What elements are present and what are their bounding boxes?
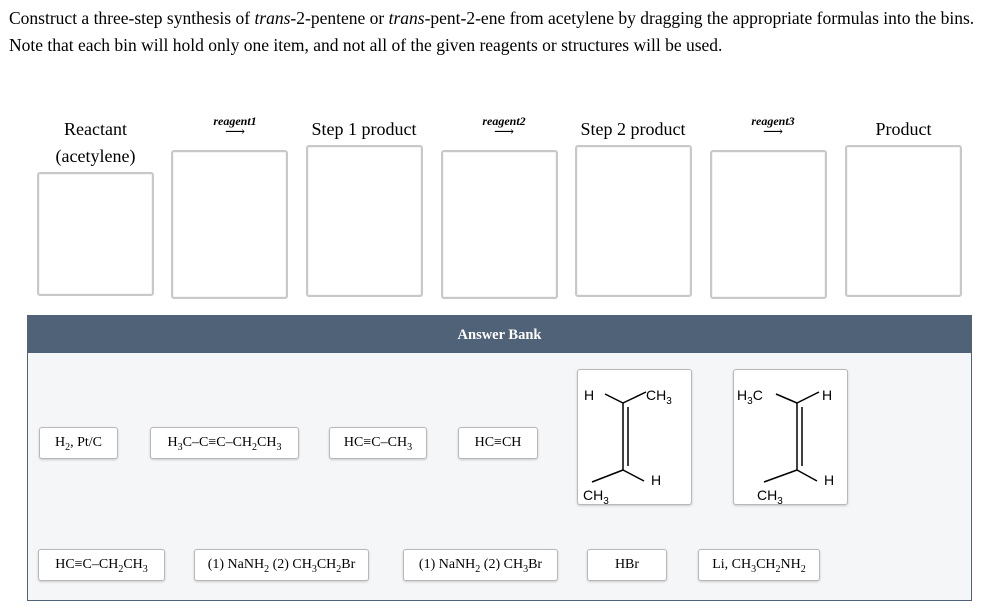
svg-text:CH3: CH3 <box>646 387 672 407</box>
reagent2-bin[interactable] <box>441 150 558 299</box>
answer-bank-title: Answer Bank <box>28 316 971 353</box>
answer-bank: Answer Bank H2, Pt/C H3C–C≡C–CH2CH3 HC≡C… <box>27 315 972 601</box>
reagent3-bin[interactable] <box>710 150 827 299</box>
reagent3-arrow: reagent3 ⟶ <box>728 114 818 140</box>
item-1-butyne[interactable]: HC≡C–CH2CH3 <box>38 549 165 581</box>
svg-text:CH3: CH3 <box>757 487 783 504</box>
step1-product-bin[interactable] <box>306 145 423 297</box>
instructions-text: Construct a three-step synthesis of tran… <box>9 8 975 55</box>
reagent1-arrow: reagent1 ⟶ <box>190 114 280 140</box>
trans-alkene-structure-icon: H CH3 H CH3 <box>583 387 672 507</box>
item-li-ethylamine[interactable]: Li, CH3CH2NH2 <box>698 549 820 581</box>
svg-text:H: H <box>651 472 661 488</box>
item-hbr[interactable]: HBr <box>587 549 667 581</box>
cis-alkene-structure-icon: H3C H H CH3 <box>737 387 834 507</box>
reaction-arrow-icon: ⟶ <box>224 125 246 140</box>
structure-trans-2-pentene[interactable]: H CH3 H CH3 <box>577 369 692 507</box>
svg-text:H: H <box>584 387 594 403</box>
step2-product-label: Step 2 product <box>580 119 686 139</box>
item-h2-pt-c[interactable]: H2, Pt/C <box>39 427 118 459</box>
reagent1-bin[interactable] <box>171 150 288 299</box>
item-nanh2-methyl-bromide[interactable]: (1) NaNH2 (2) CH3Br <box>403 549 558 581</box>
reagent1-label: reagent1 <box>213 114 257 128</box>
structure-cis-alkene[interactable]: H3C H H CH3 <box>733 369 848 507</box>
item-nanh2-ethyl-bromide[interactable]: (1) NaNH2 (2) CH3CH2Br <box>194 549 369 581</box>
reagent3-label: reagent3 <box>751 114 795 128</box>
svg-text:H3C: H3C <box>737 387 763 407</box>
svg-text:H: H <box>822 387 832 403</box>
product-label: Product <box>875 119 932 139</box>
reactant-label: Reactant (acetylene) <box>55 119 136 166</box>
reaction-arrow-icon: ⟶ <box>762 125 784 140</box>
reaction-arrow-icon: ⟶ <box>493 125 515 140</box>
item-acetylene[interactable]: HC≡CH <box>458 427 538 459</box>
svg-text:CH3: CH3 <box>583 487 609 504</box>
item-2-butyne[interactable]: H3C–C≡C–CH2CH3 <box>150 427 299 459</box>
reagent2-arrow: reagent2 ⟶ <box>459 114 549 140</box>
svg-text:H: H <box>824 472 834 488</box>
reagent2-label: reagent2 <box>482 114 526 128</box>
step2-product-bin[interactable] <box>575 145 692 297</box>
reactant-bin[interactable] <box>37 172 154 296</box>
product-bin[interactable] <box>845 145 962 297</box>
item-propyne[interactable]: HC≡C–CH3 <box>329 427 427 459</box>
step1-product-label: Step 1 product <box>311 119 417 139</box>
